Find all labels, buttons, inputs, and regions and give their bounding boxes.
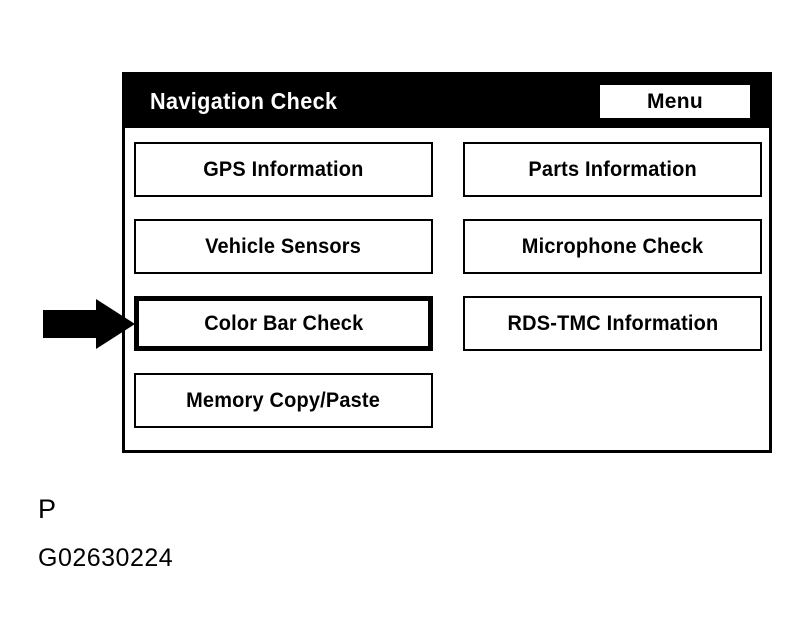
button-label: GPS Information [203,157,364,181]
caption-code: G02630224 [38,544,174,572]
navigation-check-button-grid: GPS Information Vehicle Sensors Color Ba… [125,128,769,450]
button-memory-copy-paste[interactable]: Memory Copy/Paste [134,373,433,428]
button-label: RDS-TMC Information [507,311,718,335]
button-gps-information[interactable]: GPS Information [134,142,433,197]
figure-caption: P G02630224 [38,492,173,574]
pointer-arrow-icon [43,299,135,349]
button-label: Microphone Check [521,234,704,258]
button-rds-tmc-information[interactable]: RDS-TMC Information [463,296,762,351]
button-column-right: Parts Information Microphone Check RDS-T… [463,142,762,373]
screen-title-bar: Navigation Check Menu [125,75,769,128]
page-title: Navigation Check [150,88,338,114]
navigation-check-screen: Navigation Check Menu GPS Information Ve… [122,72,772,453]
button-label: Vehicle Sensors [205,234,362,258]
menu-button[interactable]: Menu [600,85,750,118]
button-color-bar-check[interactable]: Color Bar Check [134,296,433,351]
button-label: Memory Copy/Paste [186,388,381,412]
button-column-left: GPS Information Vehicle Sensors Color Ba… [134,142,433,450]
caption-letter: P [38,494,57,524]
button-label: Parts Information [528,157,697,181]
button-microphone-check[interactable]: Microphone Check [463,219,762,274]
button-parts-information[interactable]: Parts Information [463,142,762,197]
button-vehicle-sensors[interactable]: Vehicle Sensors [134,219,433,274]
button-label: Color Bar Check [203,311,364,335]
